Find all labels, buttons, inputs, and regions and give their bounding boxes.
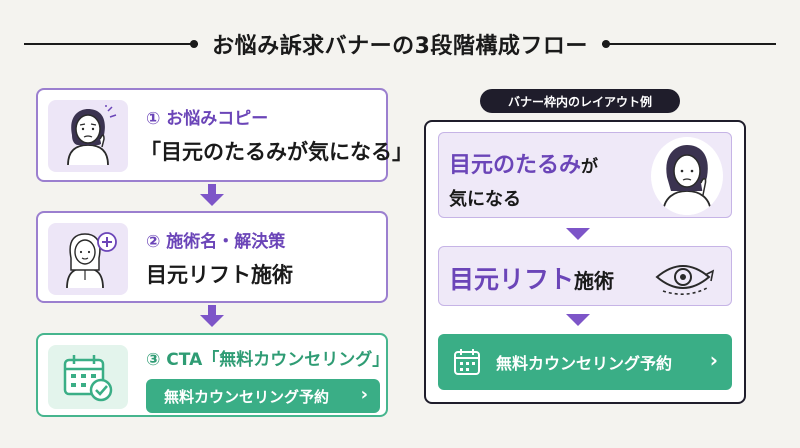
example-arrow-1 [566, 228, 590, 240]
example-cta-button[interactable]: 無料カウンセリング予約 › [438, 334, 732, 390]
example-worry-suffix: が [581, 157, 599, 177]
cta-button[interactable]: 無料カウンセリング予約 › [146, 379, 380, 413]
step-main-1: 「目元のたるみが気になる」 [140, 140, 413, 164]
title-row: お悩み訴求バナーの3段階構成フロー [24, 28, 776, 60]
layout-example-badge: バナー枠内のレイアウト例 [480, 89, 680, 113]
page-title: お悩み訴求バナーの3段階構成フロー [212, 34, 588, 59]
example-worry-line1: 目元のたるみが [449, 147, 598, 179]
example-cta-label: 無料カウンセリング予約 [496, 354, 673, 373]
calendar-check-icon [48, 345, 128, 409]
example-solution-accent: 目元リフト [449, 265, 575, 294]
banner-frame: 目元のたるみが 気になる 目元リフト施術 [424, 120, 746, 404]
woman-plus-icon [48, 223, 128, 295]
example-solution-suffix: 施術 [574, 269, 615, 293]
step-card-3: ③ CTA「無料カウンセリング」 無料カウンセリング予約 › [36, 333, 390, 417]
eye-lift-icon [653, 257, 717, 301]
example-arrow-2 [566, 314, 590, 326]
worried-woman-icon [48, 100, 128, 172]
step-card-2: ② 施術名・解決策 目元リフト施術 [36, 211, 388, 303]
title-rule-left [24, 40, 199, 48]
example-worry-accent: 目元のたるみ [449, 153, 582, 178]
arrow-stem-2 [208, 305, 216, 315]
example-worry-line2: 気になる [449, 189, 521, 210]
step-label-3: ③ CTA「無料カウンセリング」 [146, 350, 390, 370]
step-label-1: ① お悩みコピー [146, 109, 269, 129]
example-pane-worry: 目元のたるみが 気になる [438, 132, 732, 218]
arrow-stem-1 [208, 184, 216, 194]
step-main-2: 目元リフト施術 [146, 263, 293, 287]
cta-button-label: 無料カウンセリング予約 [164, 387, 330, 406]
example-solution-text: 目元リフト施術 [449, 260, 614, 296]
chevron-right-icon: › [360, 384, 368, 405]
chevron-right-icon: › [709, 348, 718, 372]
step-card-1: ① お悩みコピー 「目元のたるみが気になる」 [36, 88, 413, 182]
step-label-2: ② 施術名・解決策 [146, 232, 286, 252]
arrow-down-1 [200, 194, 224, 206]
example-pane-solution: 目元リフト施術 [438, 246, 732, 306]
arrow-down-2 [200, 315, 224, 327]
worried-woman-icon [651, 137, 723, 215]
title-rule-right [601, 40, 776, 48]
calendar-icon [452, 347, 482, 377]
